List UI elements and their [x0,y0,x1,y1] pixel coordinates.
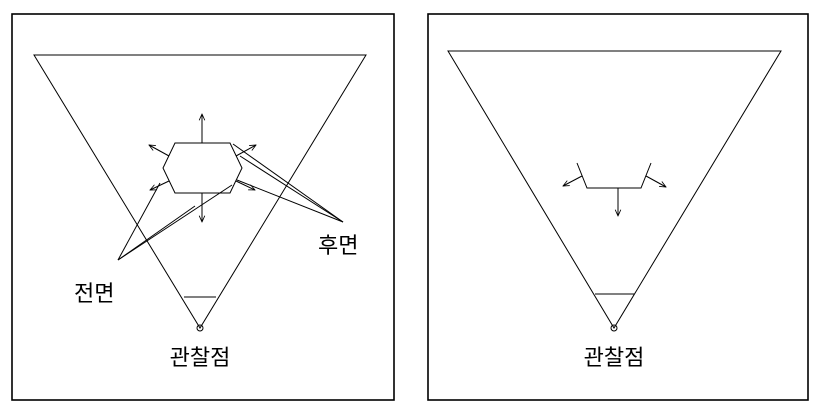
back-leader-line [239,155,344,223]
viewpoint-label: 관찰점 [170,346,231,371]
lower-left-normal-arrow [150,180,170,191]
normal-arrows [149,114,256,222]
back-face-culled-object [576,162,652,189]
upper-left-normal-arrow [149,145,170,157]
front-label: 전면 [74,282,114,307]
back-label: 후면 [318,234,358,259]
back-leader-line [236,179,344,223]
upper-right-normal-arrow [235,145,256,157]
view-frustum [447,50,782,329]
viewpoint-label: 관찰점 [584,346,645,371]
left-panel: 전면 후면 관찰점 [11,13,395,401]
front-leader-line [117,182,161,261]
right-panel-frame [427,13,809,401]
view-frustum [33,54,367,329]
back-leader-line [232,143,344,223]
left-panel-frame [11,13,395,401]
front-leader-line [117,184,233,261]
right-panel: 관찰점 [427,13,809,401]
lower-right-normal-arrow [645,175,666,187]
viewpoint-dot [610,324,618,332]
hexagon-object [162,142,243,194]
lower-left-normal-arrow [563,175,583,186]
lower-right-normal-arrow [235,180,255,191]
viewpoint-dot [196,324,204,332]
back-leader-lines [232,143,344,223]
normal-arrows [563,175,666,216]
front-leader-lines [117,182,233,261]
